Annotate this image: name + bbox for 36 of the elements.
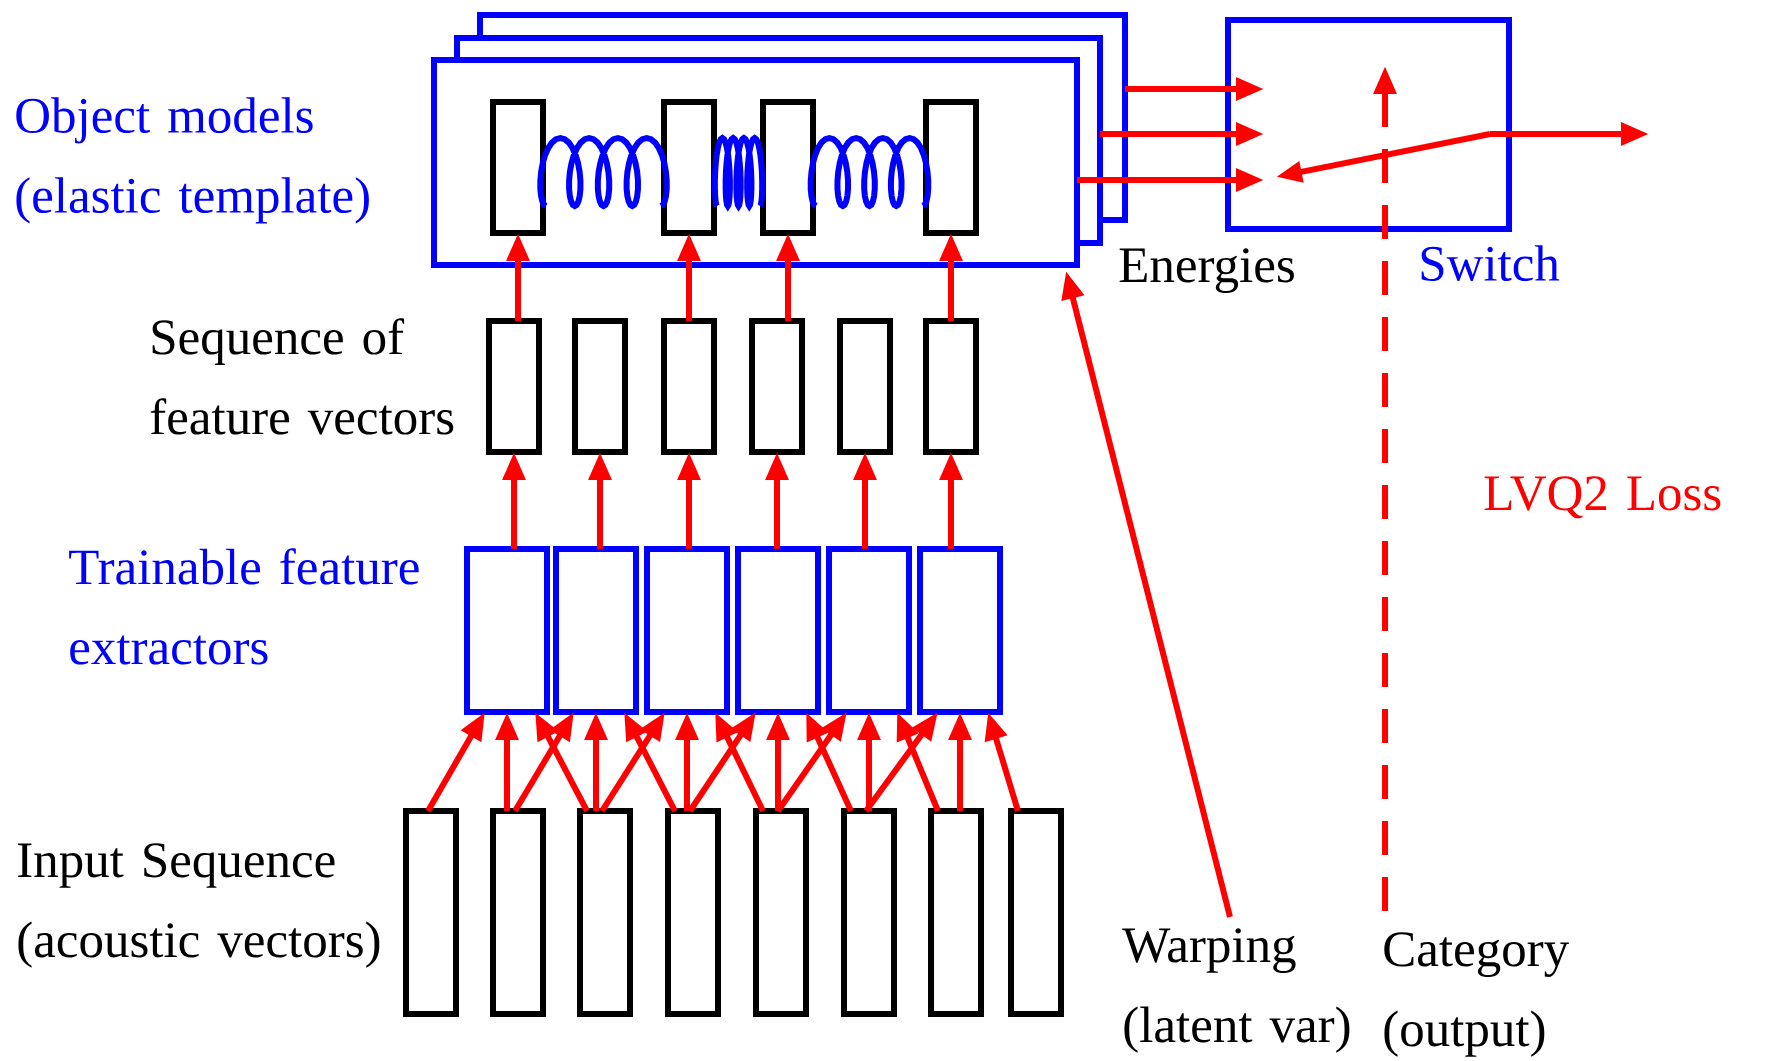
text-label: Object models (elastic template) <box>16 97 369 224</box>
spring-drawing <box>807 134 932 210</box>
text-label: Category (output) <box>1384 932 1569 1057</box>
input-vector-box <box>1008 808 1064 1017</box>
feature-extractor-box <box>553 546 639 715</box>
feature-vector-box <box>923 318 979 455</box>
spring-drawing <box>711 134 766 212</box>
template-box <box>490 99 546 236</box>
input-vector-box <box>403 808 459 1017</box>
template-box <box>923 99 979 236</box>
text-label: Warping (latent var) <box>1122 928 1350 1053</box>
feature-extractor-box <box>644 546 730 715</box>
feature-extractor-box <box>917 546 1003 715</box>
text-label: Sequence of feature vectors <box>150 318 454 435</box>
input-vector-box <box>665 808 721 1017</box>
feature-extractor-box <box>735 546 821 715</box>
feature-extractor-box <box>826 546 912 715</box>
feature-vector-box <box>749 318 805 455</box>
template-box <box>760 99 816 236</box>
node-label: Switch <box>1421 245 1560 282</box>
text-label: Trainable feature extractors <box>69 548 419 665</box>
feature-vector-box <box>661 318 717 455</box>
template-box <box>661 99 717 236</box>
spring-drawing <box>537 134 670 210</box>
input-vector-box <box>841 808 897 1017</box>
feature-vector-box <box>837 318 893 455</box>
input-vector-box <box>490 808 546 1017</box>
feature-vector-box <box>572 318 628 455</box>
feature-vector-box <box>486 318 542 455</box>
text-label: Input Sequence (acoustic vectors) <box>18 843 380 968</box>
input-vector-box <box>928 808 984 1017</box>
text-label: Energies <box>1119 248 1294 293</box>
feature-extractor-box <box>464 546 550 715</box>
input-vector-box <box>577 808 633 1017</box>
text-label: LVQ2 Loss <box>1484 476 1721 519</box>
input-vector-box <box>753 808 809 1017</box>
